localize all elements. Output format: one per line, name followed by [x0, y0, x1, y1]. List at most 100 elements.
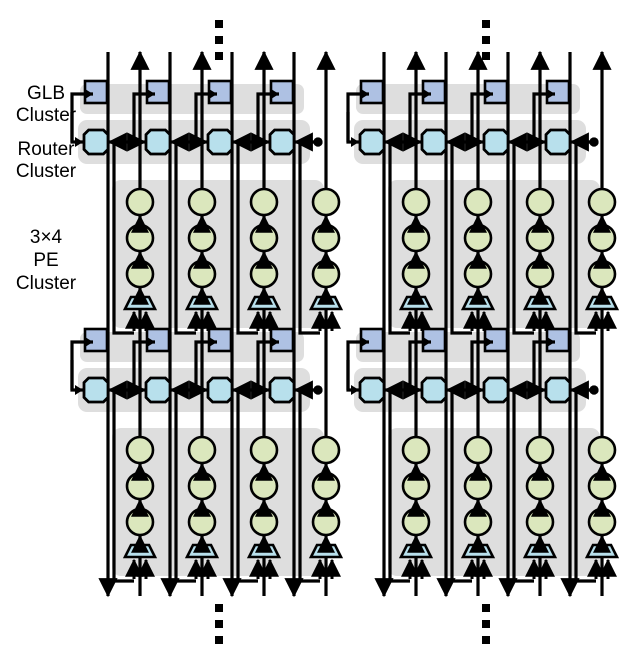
- glb-feed-arrow: [485, 337, 493, 347]
- router-node[interactable]: [420, 128, 448, 156]
- pe-node[interactable]: [249, 435, 279, 465]
- pe-node[interactable]: [311, 435, 341, 465]
- glb-cluster-label-line1: GLB: [27, 83, 65, 104]
- glb-feed-arrow: [361, 337, 369, 347]
- mux-source-wire: [112, 390, 134, 583]
- router-node[interactable]: [358, 128, 386, 156]
- pe-node[interactable]: [587, 471, 617, 501]
- pe-node[interactable]: [311, 187, 341, 217]
- router-node[interactable]: [358, 376, 386, 404]
- router-node[interactable]: [544, 128, 572, 156]
- pe-node[interactable]: [311, 223, 341, 253]
- ellipsis-top-dot: [215, 20, 223, 28]
- glb-feed-arrow: [271, 89, 279, 99]
- pe-node[interactable]: [401, 223, 431, 253]
- pe-node[interactable]: [125, 435, 155, 465]
- ellipsis-bottom-dot: [215, 636, 223, 644]
- pe-node[interactable]: [249, 223, 279, 253]
- glb-feed-arrow: [547, 337, 555, 347]
- pe-node[interactable]: [587, 223, 617, 253]
- pe-node[interactable]: [463, 187, 493, 217]
- glb-feed-arrow: [547, 89, 555, 99]
- mux-source-wire: [298, 142, 320, 335]
- ellipsis-bottom-dot: [215, 604, 223, 612]
- router-node[interactable]: [544, 376, 572, 404]
- router-node[interactable]: [482, 128, 510, 156]
- pe-node[interactable]: [525, 259, 555, 289]
- pe-node[interactable]: [249, 507, 279, 537]
- pe-node[interactable]: [311, 471, 341, 501]
- ellipsis-top-dot: [215, 52, 223, 60]
- glb-feed-arrow: [271, 337, 279, 347]
- pe-node[interactable]: [125, 507, 155, 537]
- pe-node[interactable]: [587, 435, 617, 465]
- pe-node[interactable]: [187, 223, 217, 253]
- pe-node[interactable]: [401, 187, 431, 217]
- glb-feed-arrow: [485, 89, 493, 99]
- pe-node[interactable]: [249, 471, 279, 501]
- mux-source-wire: [236, 142, 258, 335]
- pe-node[interactable]: [525, 187, 555, 217]
- router-cluster-label-line2: Cluster: [16, 161, 77, 182]
- pe-node[interactable]: [187, 435, 217, 465]
- pe-node[interactable]: [125, 223, 155, 253]
- pe-node[interactable]: [311, 507, 341, 537]
- router-node[interactable]: [82, 128, 110, 156]
- mux-source-wire: [388, 390, 410, 583]
- pe-node[interactable]: [125, 187, 155, 217]
- mux-source-wire: [450, 142, 472, 335]
- pe-node[interactable]: [587, 259, 617, 289]
- pe-node[interactable]: [463, 223, 493, 253]
- pe-node[interactable]: [249, 259, 279, 289]
- router-node[interactable]: [144, 376, 172, 404]
- glb-feed-arrow: [209, 89, 217, 99]
- pe-node[interactable]: [125, 471, 155, 501]
- pe-cluster-label-line3: Cluster: [16, 273, 77, 294]
- mux-source-wire: [574, 142, 596, 335]
- pe-node[interactable]: [401, 471, 431, 501]
- glb-feed-arrow: [147, 337, 155, 347]
- pe-cluster-label-line2: PE: [33, 250, 58, 271]
- pe-node[interactable]: [525, 507, 555, 537]
- router-node[interactable]: [268, 128, 296, 156]
- router-node[interactable]: [482, 376, 510, 404]
- glb-cluster-band: [356, 84, 580, 114]
- pe-node[interactable]: [587, 507, 617, 537]
- pe-node[interactable]: [187, 507, 217, 537]
- router-node[interactable]: [144, 128, 172, 156]
- pe-node[interactable]: [187, 187, 217, 217]
- router-left-in-arrow: [75, 385, 83, 395]
- router-node[interactable]: [268, 376, 296, 404]
- pe-node[interactable]: [463, 471, 493, 501]
- ellipsis-bottom-dot: [482, 636, 490, 644]
- mux-source-wire: [388, 142, 410, 335]
- mux-source-wire: [236, 390, 258, 583]
- router-node[interactable]: [206, 376, 234, 404]
- pe-node[interactable]: [401, 435, 431, 465]
- glb-cluster-band: [356, 332, 580, 362]
- pe-node[interactable]: [125, 259, 155, 289]
- pe-node[interactable]: [463, 435, 493, 465]
- pe-node[interactable]: [463, 507, 493, 537]
- pe-node[interactable]: [587, 187, 617, 217]
- pe-node[interactable]: [311, 259, 341, 289]
- pe-node[interactable]: [401, 259, 431, 289]
- router-node[interactable]: [206, 128, 234, 156]
- bus-end-junction-dot: [313, 137, 323, 147]
- pe-node[interactable]: [525, 435, 555, 465]
- pe-node[interactable]: [249, 187, 279, 217]
- ellipsis-top-dot: [482, 20, 490, 28]
- mux-source-wire: [512, 390, 534, 583]
- pe-node[interactable]: [463, 259, 493, 289]
- router-left-in-arrow: [351, 137, 359, 147]
- pe-node[interactable]: [525, 223, 555, 253]
- router-node[interactable]: [82, 376, 110, 404]
- pe-node[interactable]: [525, 471, 555, 501]
- router-left-in-arrow: [75, 137, 83, 147]
- pe-node[interactable]: [187, 259, 217, 289]
- pe-node[interactable]: [401, 507, 431, 537]
- router-node[interactable]: [420, 376, 448, 404]
- pe-node[interactable]: [187, 471, 217, 501]
